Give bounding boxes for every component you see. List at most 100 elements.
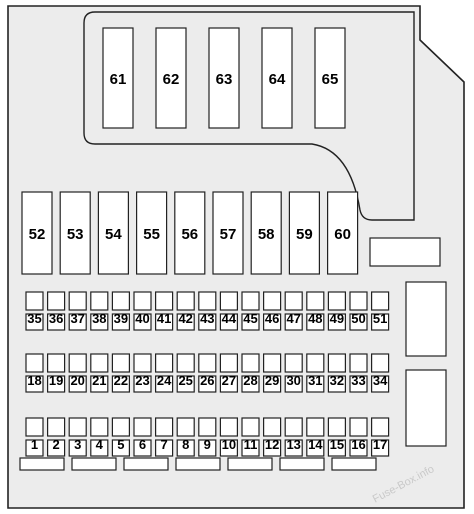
fuse-15-top: [327, 417, 346, 437]
fuse-59: [288, 191, 320, 275]
fuse-16-bottom: [349, 439, 368, 457]
fuse-35-top: [25, 291, 44, 311]
fuse-53: [59, 191, 91, 275]
fuse-label-40: 40: [135, 311, 149, 326]
fuse-label-2: 2: [52, 437, 59, 452]
fuse-57: [212, 191, 244, 275]
fuse-label-47: 47: [286, 311, 300, 326]
fuse-13-top: [284, 417, 303, 437]
fuse-label-56: 56: [181, 226, 198, 243]
fuse-27-bottom: [219, 375, 238, 393]
fuse-label-24: 24: [157, 373, 172, 388]
fuse-47-bottom: [284, 313, 303, 331]
fuse-label-12: 12: [265, 437, 279, 452]
fuse-33-bottom: [349, 375, 368, 393]
fuse-label-25: 25: [178, 373, 192, 388]
fuse-48-bottom: [306, 313, 325, 331]
fuse-31-bottom: [306, 375, 325, 393]
relay-slot-side-2: [405, 369, 447, 447]
fuse-label-43: 43: [200, 311, 214, 326]
fuse-21-bottom: [90, 375, 109, 393]
fuse-26-top: [198, 353, 217, 373]
fuse-17-top: [371, 417, 390, 437]
fuse-46-top: [263, 291, 282, 311]
fuse-5-top: [111, 417, 131, 437]
fuse-8-top: [176, 417, 195, 437]
fuse-50-bottom: [349, 313, 368, 331]
fuse-label-51: 51: [373, 311, 387, 326]
fuse-2-bottom: [46, 439, 66, 457]
fuse-63: [208, 27, 240, 129]
fuse-33-top: [349, 353, 368, 373]
fuse-14-bottom: [306, 439, 325, 457]
fuse-12-bottom: [263, 439, 282, 457]
fuse-6-bottom: [133, 439, 152, 457]
bottom-slot-7: [331, 457, 377, 471]
fuse-40-top: [133, 291, 152, 311]
fuse-36-top: [46, 291, 66, 311]
fuse-label-48: 48: [308, 311, 322, 326]
fuse-label-53: 53: [67, 226, 84, 243]
fuse-37-bottom: [68, 313, 87, 331]
fuse-label-38: 38: [92, 311, 106, 326]
fuse-label-4: 4: [96, 437, 104, 452]
fuse-56: [174, 191, 206, 275]
fuse-label-27: 27: [222, 373, 236, 388]
fuse-25-bottom: [176, 375, 195, 393]
fuse-2-top: [46, 417, 66, 437]
fuse-11-bottom: [241, 439, 260, 457]
fuse-49-top: [327, 291, 346, 311]
fuse-label-58: 58: [258, 226, 275, 243]
fuse-58: [250, 191, 282, 275]
fuse-label-11: 11: [244, 437, 258, 452]
fuse-label-65: 65: [322, 71, 339, 88]
fuse-label-18: 18: [27, 373, 41, 388]
fuse-13-bottom: [284, 439, 303, 457]
fuse-label-20: 20: [70, 373, 84, 388]
fuse-49-bottom: [327, 313, 346, 331]
fuse-label-16: 16: [351, 437, 365, 452]
fuse-label-21: 21: [92, 373, 106, 388]
fuse-label-3: 3: [74, 437, 81, 452]
fuse-44-bottom: [219, 313, 238, 331]
fuse-42-top: [176, 291, 195, 311]
fuse-label-36: 36: [49, 311, 63, 326]
fuse-7-top: [155, 417, 174, 437]
fuse-27-top: [219, 353, 238, 373]
bottom-slot-4: [175, 457, 221, 471]
fuse-label-45: 45: [243, 311, 257, 326]
fuse-51-bottom: [371, 313, 390, 331]
fuse-label-59: 59: [296, 226, 313, 243]
fuse-50-top: [349, 291, 368, 311]
fuse-23-bottom: [133, 375, 152, 393]
fuse-21-top: [90, 353, 109, 373]
fuse-label-23: 23: [135, 373, 149, 388]
fuse-label-50: 50: [351, 311, 365, 326]
fuse-label-19: 19: [49, 373, 63, 388]
fuse-3-bottom: [68, 439, 87, 457]
fuse-8-bottom: [176, 439, 195, 457]
fuse-label-10: 10: [222, 437, 236, 452]
fuse-5-bottom: [111, 439, 131, 457]
fuse-label-35: 35: [27, 311, 41, 326]
bottom-slot-1: [19, 457, 65, 471]
fuse-43-top: [198, 291, 217, 311]
fuse-label-44: 44: [222, 311, 237, 326]
relay-slot-right-upper: [369, 237, 441, 267]
fuse-label-61: 61: [110, 71, 127, 88]
fuse-label-22: 22: [114, 373, 128, 388]
fuse-9-top: [198, 417, 217, 437]
fuse-34-bottom: [371, 375, 390, 393]
fuse-29-top: [263, 353, 282, 373]
fuse-62: [155, 27, 187, 129]
fuse-48-top: [306, 291, 325, 311]
fuse-38-top: [90, 291, 109, 311]
fuse-6-top: [133, 417, 152, 437]
fuse-1-top: [25, 417, 44, 437]
fuse-46-bottom: [263, 313, 282, 331]
fuse-30-bottom: [284, 375, 303, 393]
fuse-65: [314, 27, 346, 129]
